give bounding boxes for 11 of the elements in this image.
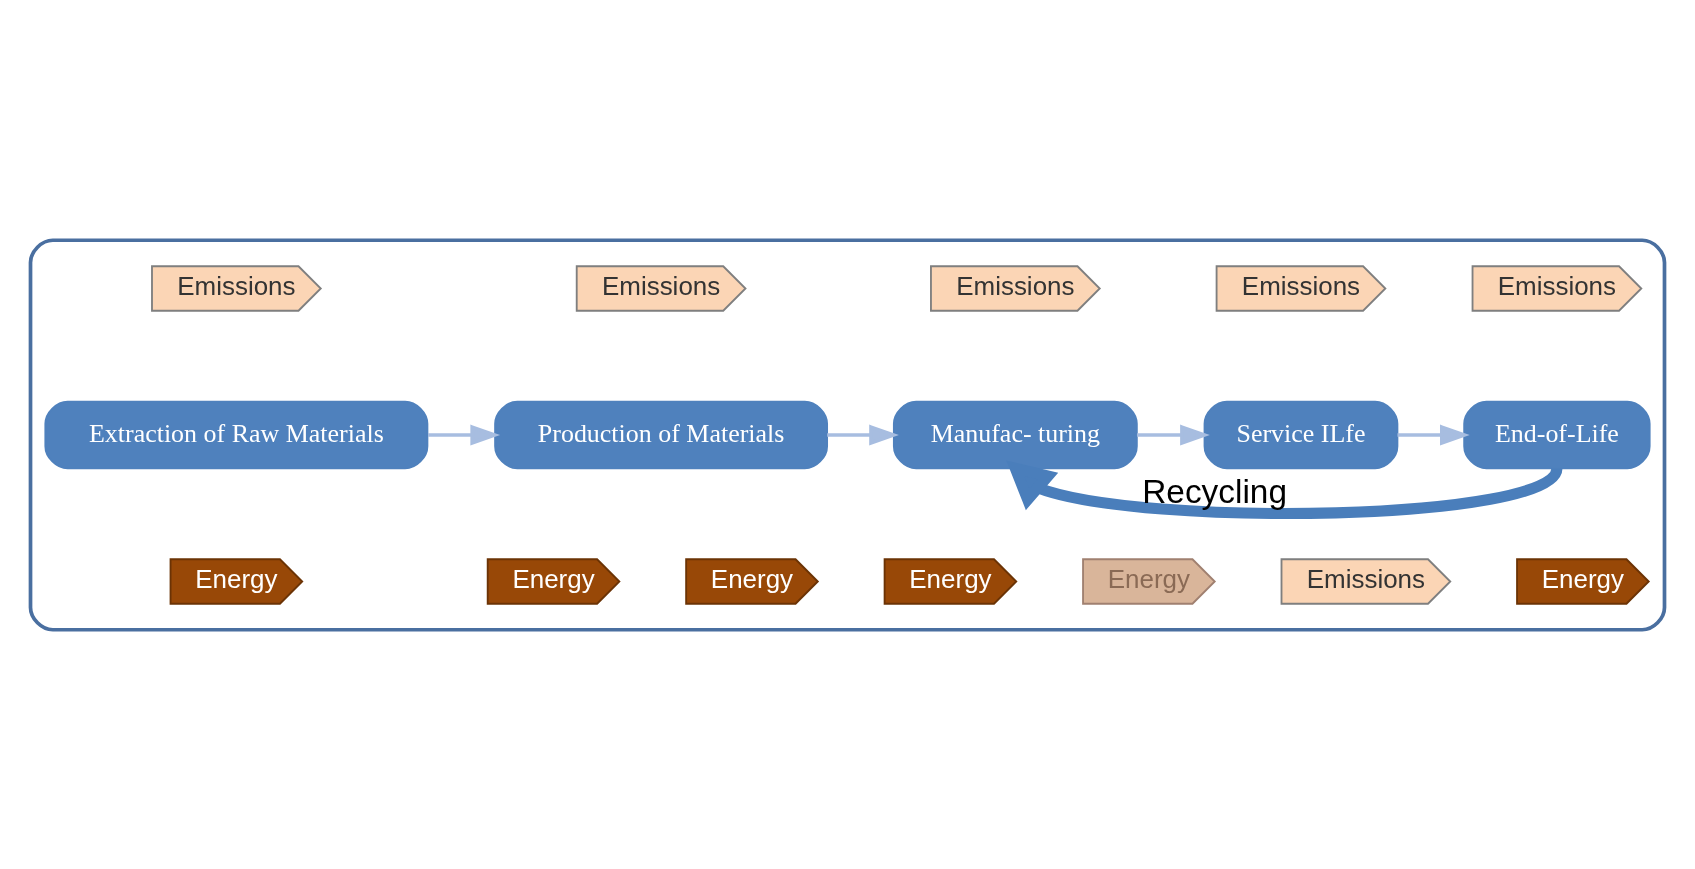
cluster <box>28 237 1667 632</box>
node-box: Manufac- turing <box>892 400 1138 469</box>
node-box: End-of-Life <box>1463 400 1651 469</box>
edge-label: Recycling <box>1142 472 1287 510</box>
node-box: Service ILfe <box>1203 400 1399 469</box>
arrow <box>1136 424 1210 445</box>
arrow <box>428 424 501 445</box>
arrow <box>1397 424 1470 445</box>
node-box: Production of Materials <box>494 400 829 469</box>
node-box: Extraction of Raw Materials <box>44 400 429 469</box>
arrow <box>827 424 899 445</box>
